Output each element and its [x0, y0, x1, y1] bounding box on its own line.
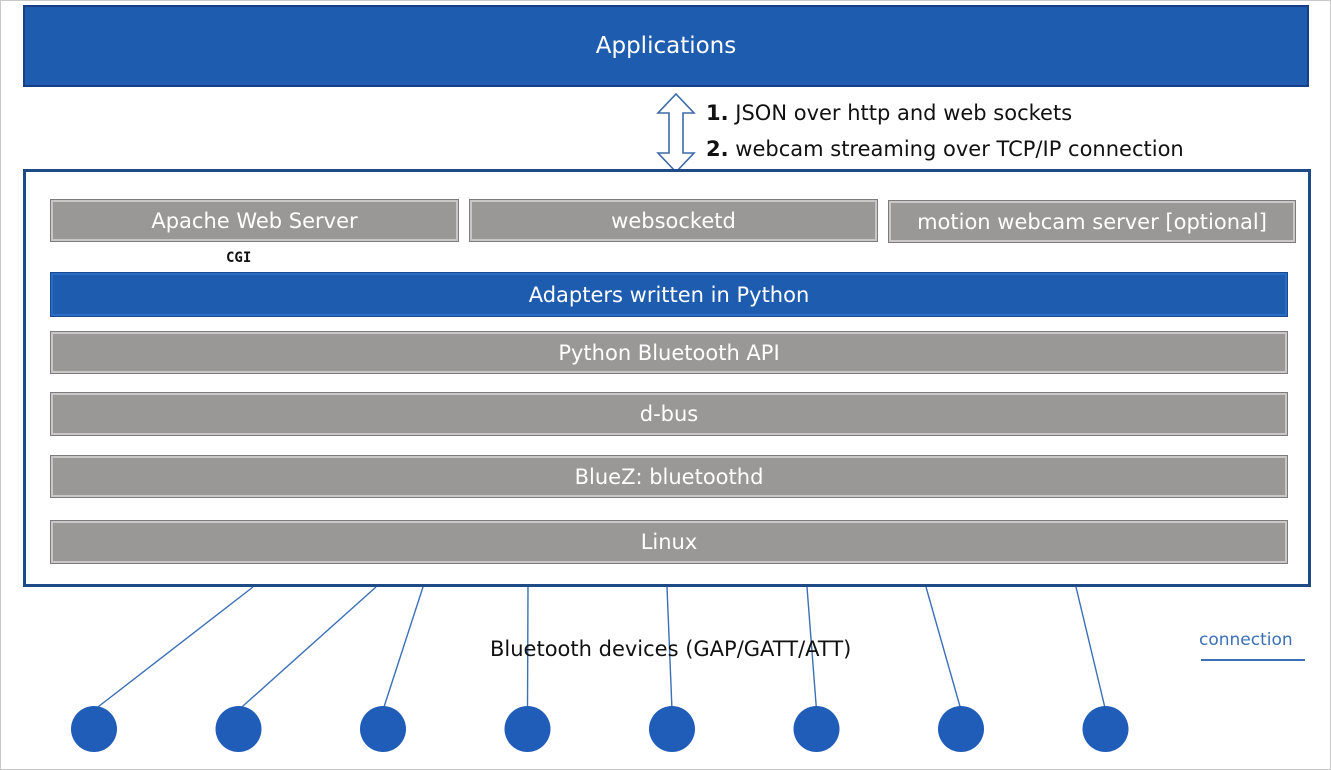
adapters-layer: Adapters written in Python — [50, 272, 1288, 317]
bluetooth-device-node — [649, 706, 695, 752]
bluetooth-device-node — [504, 706, 551, 752]
connection-line — [382, 586, 424, 711]
protocol-number: 2. — [706, 137, 729, 161]
bluez-layer: BlueZ: bluetoothd — [50, 455, 1288, 498]
connection-line — [666, 586, 673, 711]
legend-connection-label: connection — [1199, 630, 1293, 650]
connection-line — [238, 586, 377, 711]
bluetooth-device-node — [1082, 706, 1129, 752]
bluez-label: BlueZ: bluetoothd — [574, 464, 764, 489]
applications-layer: Applications — [23, 5, 1309, 87]
bluetooth-device-node — [793, 706, 840, 752]
cgi-label: CGI — [226, 250, 252, 266]
motion-webcam-server-box: motion webcam server [optional] — [888, 200, 1296, 243]
bluetooth-devices-label: Bluetooth devices (GAP/GATT/ATT) — [490, 637, 852, 661]
python-bluetooth-api-layer: Python Bluetooth API — [50, 331, 1288, 374]
bluetooth-device-node — [938, 706, 984, 752]
applications-label: Applications — [595, 33, 737, 59]
protocol-text: webcam streaming over TCP/IP connection — [735, 137, 1184, 161]
apache-web-server-box: Apache Web Server — [50, 199, 459, 242]
protocol-item-1: 1. JSON over http and web sockets — [706, 101, 1072, 125]
protocol-item-2: 2. webcam streaming over TCP/IP connecti… — [706, 137, 1184, 161]
connection-line — [93, 586, 254, 711]
dbus-label: d-bus — [639, 402, 699, 426]
legend-connection-line — [1201, 659, 1305, 661]
connection-line — [526, 586, 529, 711]
connection-line — [925, 586, 962, 711]
bluetooth-device-node — [215, 706, 262, 752]
connection-line — [1075, 586, 1107, 711]
connection-line — [806, 586, 818, 711]
adapters-label: Adapters written in Python — [528, 282, 810, 307]
websocketd-box: websocketd — [469, 199, 878, 242]
websocketd-label: websocketd — [611, 208, 736, 233]
python-api-label: Python Bluetooth API — [558, 340, 780, 365]
bluetooth-device-node — [360, 706, 406, 752]
protocol-text: JSON over http and web sockets — [735, 101, 1073, 125]
dbus-layer: d-bus — [50, 392, 1288, 436]
apache-label: Apache Web Server — [151, 208, 358, 233]
linux-label: Linux — [640, 530, 698, 554]
bluetooth-device-node — [71, 706, 117, 752]
linux-layer: Linux — [50, 520, 1288, 564]
protocol-number: 1. — [706, 101, 729, 125]
motion-label: motion webcam server [optional] — [917, 209, 1267, 234]
